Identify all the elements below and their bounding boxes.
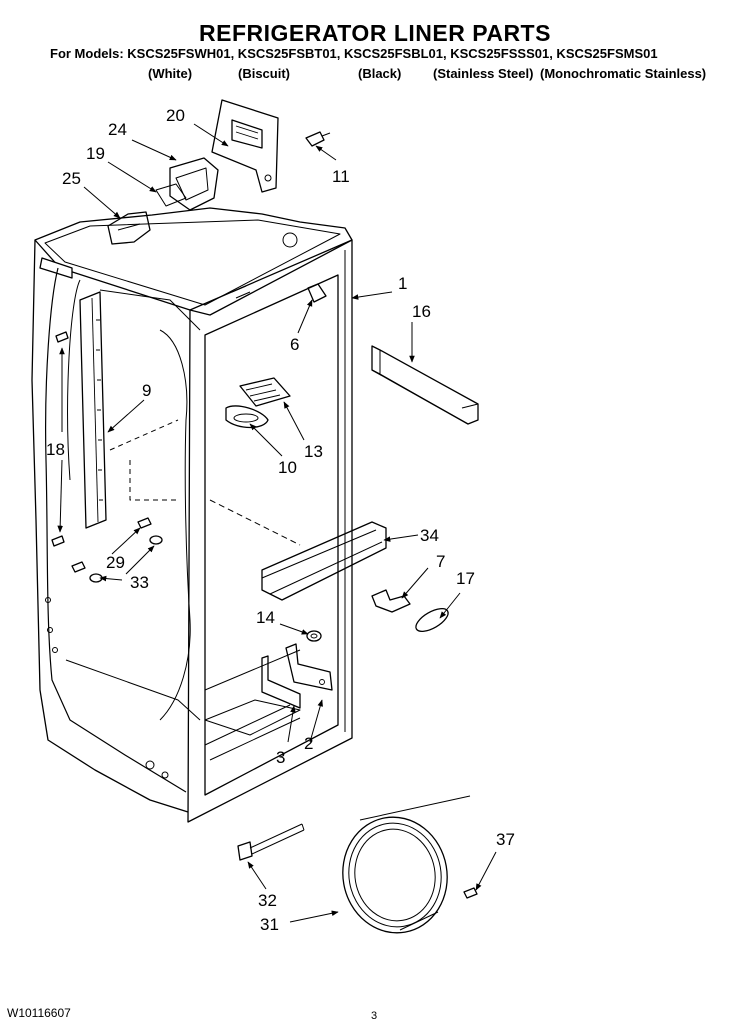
callout-29: 29 bbox=[106, 553, 125, 572]
callout-11: 11 bbox=[332, 167, 350, 186]
part-11-screw bbox=[305, 131, 331, 147]
part-34-trim bbox=[261, 521, 387, 601]
variant-white: (White) bbox=[148, 66, 193, 81]
part-13-vent bbox=[239, 377, 291, 407]
part-32-tie-strap bbox=[237, 823, 305, 861]
part-33-fasteners bbox=[89, 535, 163, 583]
callout-3: 3 bbox=[276, 748, 285, 767]
callout-32: 32 bbox=[258, 891, 277, 910]
part-9-shelf-rail bbox=[79, 291, 107, 529]
part-16-shelf-support bbox=[371, 345, 479, 425]
callout-2: 2 bbox=[304, 734, 313, 753]
callout-37: 37 bbox=[496, 830, 515, 849]
callout-18: 18 bbox=[46, 440, 65, 459]
document-number: W10116607 bbox=[7, 1006, 71, 1020]
callout-25: 25 bbox=[62, 169, 81, 188]
part-25-knob bbox=[107, 211, 151, 245]
part-10-cover bbox=[225, 405, 269, 429]
callout-7: 7 bbox=[436, 552, 445, 571]
leader-arrows bbox=[57, 123, 497, 923]
callout-31: 31 bbox=[260, 915, 279, 934]
variant-biscuit: (Biscuit) bbox=[238, 66, 290, 81]
callout-6: 6 bbox=[290, 335, 299, 354]
models-line: For Models: KSCS25FSWH01, KSCS25FSBT01, … bbox=[50, 46, 658, 61]
part-3-bracket bbox=[261, 655, 301, 709]
callout-10: 10 bbox=[278, 458, 297, 477]
callout-13: 13 bbox=[304, 442, 323, 461]
callout-24: 24 bbox=[108, 120, 127, 139]
callout-17: 17 bbox=[456, 569, 475, 588]
variant-stainless: (Stainless Steel) bbox=[433, 66, 534, 81]
variant-black: (Black) bbox=[358, 66, 402, 81]
callout-labels: 20 24 19 25 11 1 16 6 9 13 10 18 29 33 3… bbox=[46, 106, 515, 934]
callout-33: 33 bbox=[130, 573, 149, 592]
part-2-bracket bbox=[285, 643, 333, 691]
page-title: REFRIGERATOR LINER PARTS bbox=[199, 20, 551, 46]
part-18-screws bbox=[51, 331, 69, 547]
part-24-housing bbox=[169, 157, 219, 211]
callout-20: 20 bbox=[166, 106, 185, 125]
part-37-screw bbox=[463, 887, 478, 899]
model-variants: (White) (Biscuit) (Black) (Stainless Ste… bbox=[0, 66, 750, 84]
callout-16: 16 bbox=[412, 302, 431, 321]
callout-19: 19 bbox=[86, 144, 105, 163]
part-31-wire-harness bbox=[342, 795, 471, 934]
part-19-gasket bbox=[155, 183, 187, 207]
part-20-control-housing bbox=[211, 99, 279, 193]
callout-1: 1 bbox=[398, 274, 407, 293]
part-29-clips bbox=[71, 517, 152, 573]
callout-9: 9 bbox=[142, 381, 151, 400]
liner-shell bbox=[31, 207, 353, 823]
part-17-lamp bbox=[415, 607, 449, 633]
callout-14: 14 bbox=[256, 608, 275, 627]
variant-monochromatic: (Monochromatic Stainless) bbox=[540, 66, 707, 81]
page-number: 3 bbox=[371, 1010, 378, 1022]
callout-34: 34 bbox=[420, 526, 439, 545]
part-14-grommet bbox=[306, 630, 322, 642]
part-6-clip bbox=[307, 283, 327, 303]
part-7-sensor bbox=[371, 589, 411, 613]
